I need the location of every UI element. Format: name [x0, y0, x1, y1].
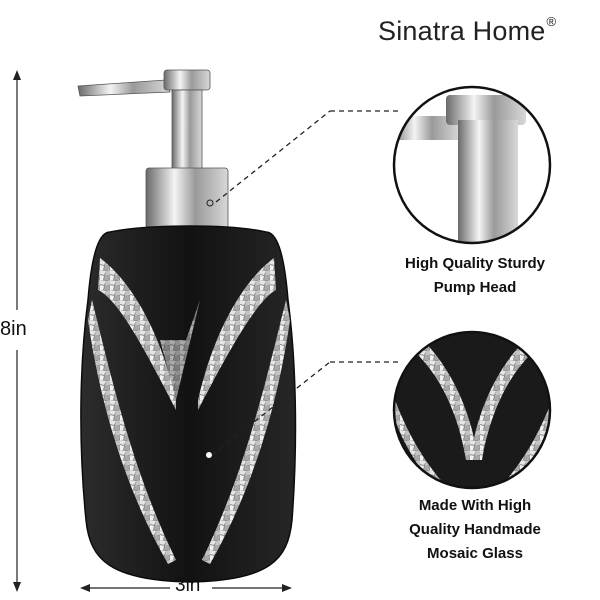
caption-line: Made With High [418, 497, 532, 514]
callout-line-mosaic [211, 361, 398, 456]
caption-line: High Quality Sturdy [404, 255, 545, 272]
pump-caption: High Quality Sturdy Pump Head [375, 252, 575, 300]
bottle-body [80, 225, 297, 583]
width-arrow [80, 584, 292, 592]
pump-zoom-circle [392, 85, 552, 245]
mosaic-zoom-circle [392, 330, 552, 490]
caption-line: Mosaic Glass [427, 545, 523, 562]
caption-line: Quality Handmade [409, 521, 541, 538]
callout-line-pump [215, 110, 398, 203]
caption-line: Pump Head [433, 279, 517, 296]
height-arrow [13, 70, 21, 592]
height-label: 8in [0, 318, 27, 340]
pump-head [77, 69, 229, 229]
brand-name: Sinatra Home [378, 16, 546, 46]
mosaic-caption: Made With High Quality Handmade Mosaic G… [375, 494, 575, 566]
brand-logo: Sinatra Home® [378, 14, 557, 47]
width-label: 3in [175, 575, 201, 596]
registered-mark: ® [546, 14, 557, 29]
